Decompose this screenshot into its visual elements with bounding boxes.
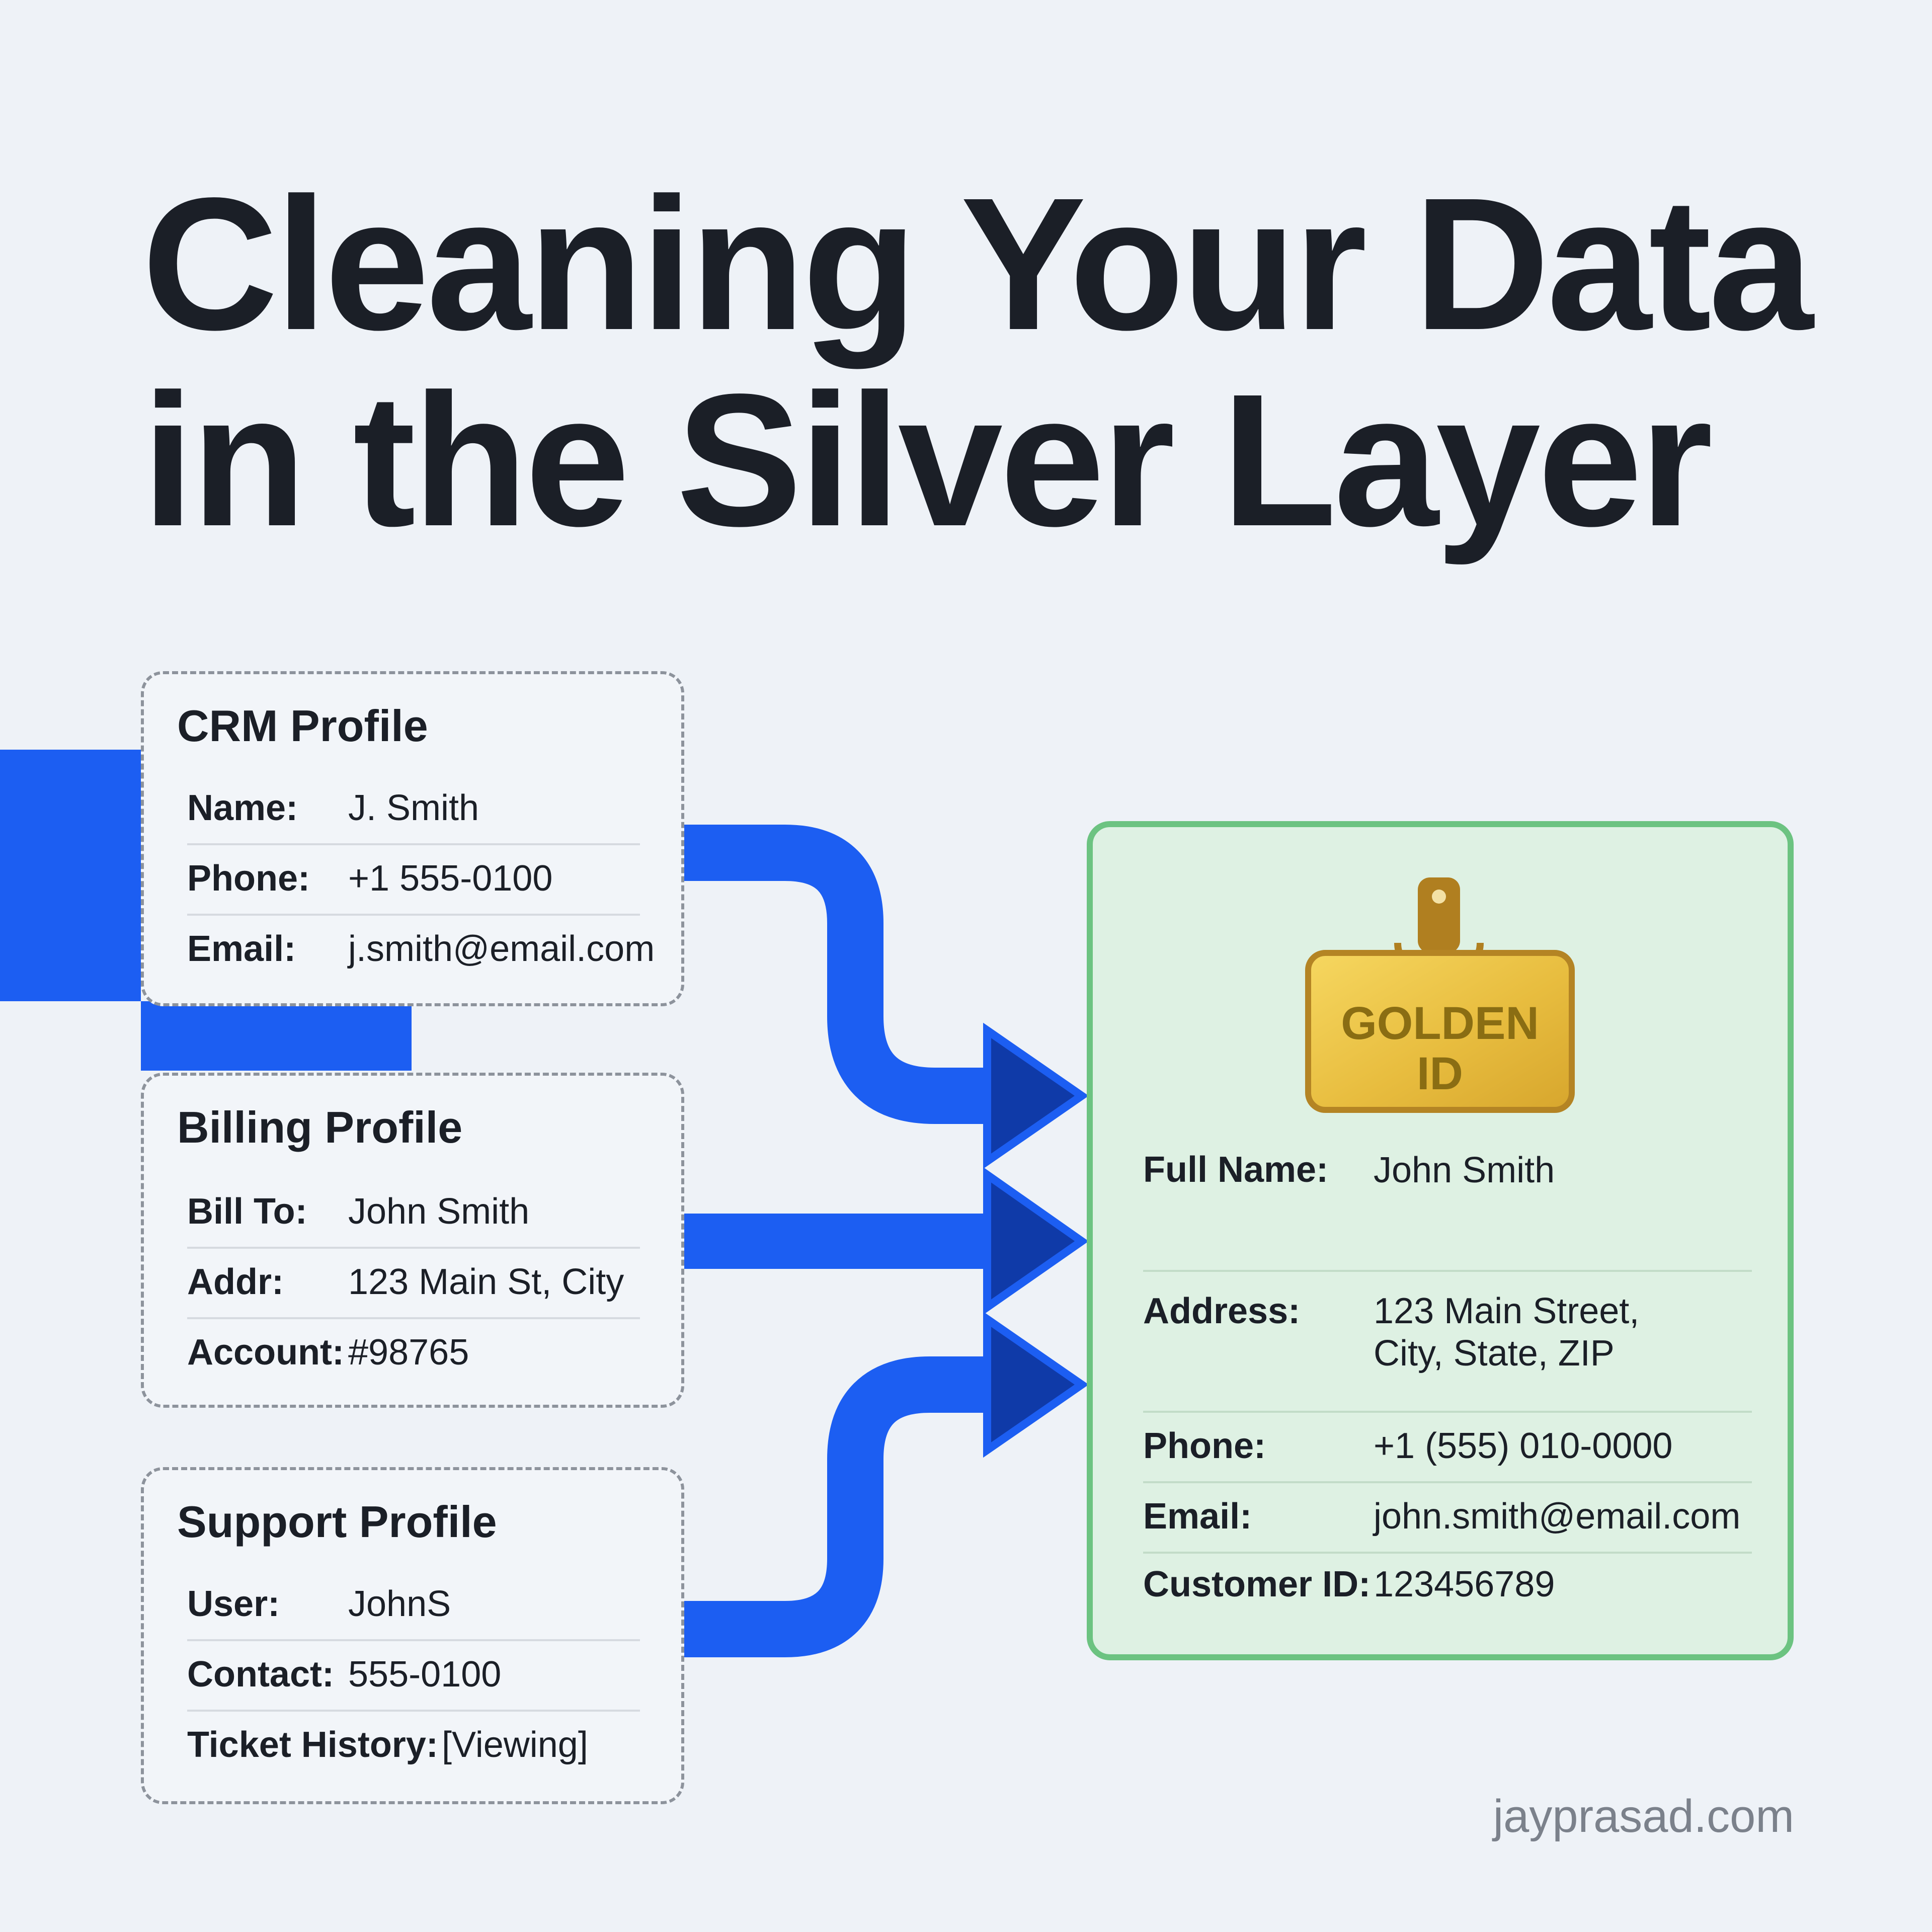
golden-customerid-row: Customer ID: 123456789 [1143, 1552, 1752, 1617]
golden-id-line-1: GOLDEN [1341, 998, 1539, 1049]
crm-phone-value: +1 555-0100 [348, 858, 553, 899]
crm-phone-label: Phone: [187, 858, 310, 899]
footer-website[interactable]: jayprasad.com [1493, 1791, 1794, 1842]
support-contact-label: Contact: [187, 1654, 334, 1695]
golden-record-card: GOLDEN ID Full Name: John Smith Address:… [1087, 821, 1794, 1660]
billing-account-row: Account: #98765 [187, 1317, 640, 1388]
crm-phone-row: Phone: +1 555-0100 [187, 843, 640, 916]
golden-phone-row: Phone: +1 (555) 010-0000 [1143, 1411, 1752, 1483]
golden-address-value: 123 Main Street, City, State, ZIP [1374, 1290, 1639, 1375]
golden-phone-value: +1 (555) 010-0000 [1374, 1426, 1673, 1466]
golden-customerid-value: 123456789 [1374, 1564, 1555, 1604]
golden-address-row: Address: 123 Main Street, City, State, Z… [1143, 1290, 1752, 1413]
crm-name-label: Name: [187, 788, 298, 828]
billing-billto-row: Bill To: John Smith [187, 1176, 640, 1249]
support-flow-arrowhead [983, 1311, 1089, 1458]
crm-email-value: j.smith@email.com [348, 929, 655, 969]
golden-address-line-1: 123 Main Street, [1374, 1291, 1640, 1331]
billing-profile-card: Billing Profile Bill To: John Smith Addr… [141, 1073, 684, 1408]
billing-addr-label: Addr: [187, 1262, 284, 1302]
crm-flow-arrowhead [983, 1022, 1089, 1169]
crm-profile-card: CRM Profile Name: J. Smith Phone: +1 555… [141, 671, 684, 1006]
crm-name-row: Name: J. Smith [187, 773, 640, 845]
billing-profile-title: Billing Profile [177, 1102, 463, 1152]
support-profile-card: Support Profile User: JohnS Contact: 555… [141, 1467, 684, 1804]
golden-id-text: GOLDEN ID [1304, 998, 1576, 1099]
golden-phone-label: Phone: [1143, 1426, 1266, 1466]
support-contact-value: 555-0100 [348, 1654, 502, 1695]
left-flow-bar [0, 750, 412, 1071]
title-line-2: in the Silver Layer [142, 355, 1713, 566]
golden-fullname-label: Full Name: [1143, 1150, 1329, 1190]
support-user-value: JohnS [348, 1584, 451, 1624]
billing-billto-value: John Smith [348, 1191, 530, 1232]
support-ticket-row: Ticket History: [Viewing] [187, 1710, 640, 1780]
billing-billto-label: Bill To: [187, 1191, 307, 1232]
crm-profile-title: CRM Profile [177, 701, 428, 751]
support-user-row: User: JohnS [187, 1569, 640, 1641]
page-title: Cleaning Your Data in the Silver Layer [142, 159, 1813, 566]
golden-address-line-2: City, State, ZIP [1374, 1333, 1615, 1374]
golden-id-line-2: ID [1417, 1048, 1463, 1099]
support-ticket-label: Ticket History: [187, 1725, 438, 1765]
support-contact-row: Contact: 555-0100 [187, 1639, 640, 1712]
billing-flow-arrowhead [983, 1167, 1089, 1315]
billing-addr-row: Addr: 123 Main St, City [187, 1247, 640, 1319]
crm-flow-arrow-shaft [684, 825, 1001, 1124]
support-profile-title: Support Profile [177, 1497, 497, 1547]
golden-email-row: Email: john.smith@email.com [1143, 1481, 1752, 1554]
golden-email-value: john.smith@email.com [1374, 1496, 1741, 1537]
crm-email-row: Email: j.smith@email.com [187, 914, 655, 984]
golden-fullname-value: John Smith [1374, 1150, 1555, 1190]
billing-account-label: Account: [187, 1332, 344, 1373]
title-line-1: Cleaning Your Data [142, 159, 1813, 369]
golden-email-label: Email: [1143, 1496, 1252, 1537]
support-user-label: User: [187, 1584, 280, 1624]
billing-account-value: #98765 [348, 1332, 469, 1373]
support-ticket-value: [Viewing] [442, 1725, 588, 1765]
crm-name-value: J. Smith [348, 788, 479, 828]
billing-flow-arrow-shaft [684, 1214, 996, 1269]
golden-id-badge: GOLDEN ID [1304, 877, 1576, 1114]
id-badge-icon [1305, 877, 1575, 1113]
golden-customerid-label: Customer ID: [1143, 1564, 1371, 1604]
crm-email-label: Email: [187, 929, 296, 969]
golden-address-label: Address: [1143, 1291, 1301, 1331]
golden-fullname-row: Full Name: John Smith [1143, 1149, 1752, 1272]
billing-addr-value: 123 Main St, City [348, 1262, 624, 1302]
support-flow-arrow-shaft [684, 1356, 1001, 1657]
